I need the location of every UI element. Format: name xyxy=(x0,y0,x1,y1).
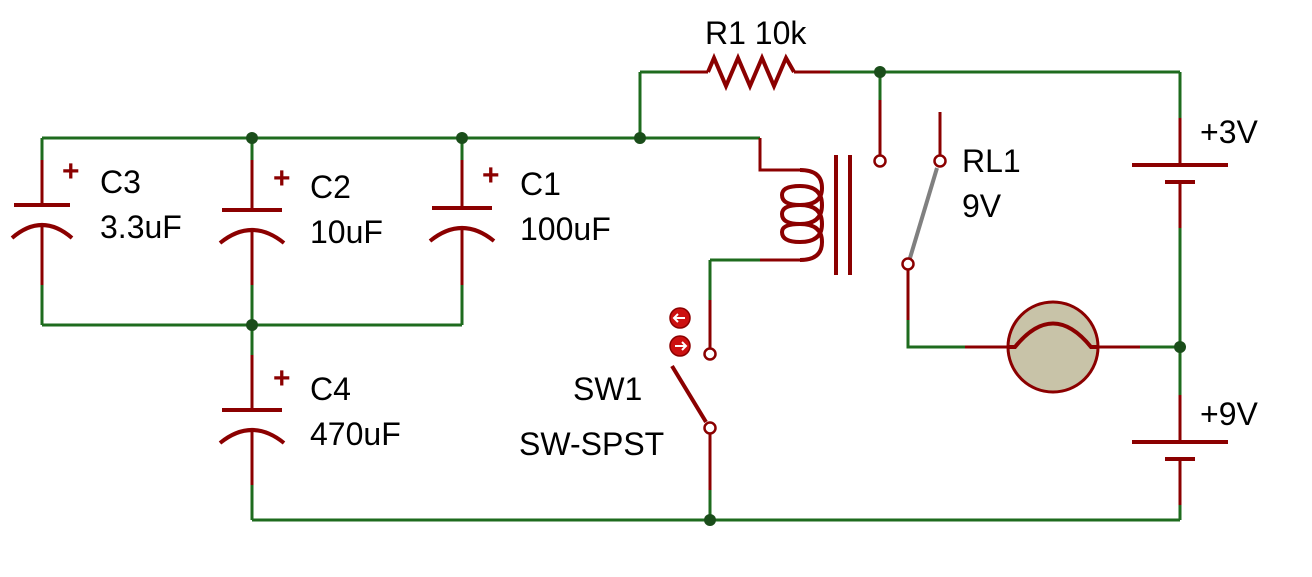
c3-ref: C3 xyxy=(100,164,141,200)
c3-value: 3.3uF xyxy=(100,209,182,245)
junction-node xyxy=(246,319,258,331)
sw1-ref: SW1 xyxy=(573,371,642,407)
toggle-arrow-icon[interactable] xyxy=(669,307,691,329)
c1-ref: C1 xyxy=(520,166,561,202)
capacitor-c2[interactable]: + C2 10uF xyxy=(218,160,383,285)
relay-coil-icon xyxy=(779,168,825,262)
c4-polarity: + xyxy=(273,362,291,395)
battery-9v-label: +9V xyxy=(1200,396,1258,432)
c1-polarity: + xyxy=(482,159,500,192)
battery-9v[interactable]: +9V xyxy=(1132,395,1258,505)
r1-label: R1 10k xyxy=(705,15,807,51)
battery-3v-label: +3V xyxy=(1200,114,1258,150)
junction-node xyxy=(874,66,886,78)
c2-value: 10uF xyxy=(310,214,383,250)
rl1-value: 9V xyxy=(962,188,1002,224)
c4-value: 470uF xyxy=(310,416,401,452)
battery-3v[interactable]: +3V xyxy=(1132,114,1258,228)
junctions xyxy=(246,66,1186,526)
toggle-arrow-icon[interactable] xyxy=(669,335,691,357)
switch-icon xyxy=(670,364,708,424)
c2-polarity: + xyxy=(273,162,291,195)
junction-node xyxy=(634,132,646,144)
rl1-ref: RL1 xyxy=(962,143,1021,179)
relay-rl1[interactable]: RL1 9V xyxy=(758,100,1021,320)
switch-sw1[interactable]: SW1 SW-SPST xyxy=(519,300,717,490)
junction-node xyxy=(704,514,716,526)
capacitor-c1[interactable]: + C1 100uF xyxy=(428,159,611,285)
junction-node xyxy=(1174,341,1186,353)
sw1-value: SW-SPST xyxy=(519,426,664,462)
relay-contact-icon xyxy=(908,167,939,259)
capacitor-c3[interactable]: + C3 3.3uF xyxy=(10,155,182,285)
c1-value: 100uF xyxy=(520,211,611,247)
resistor-icon xyxy=(706,52,796,92)
junction-node xyxy=(456,132,468,144)
capacitor-c4[interactable]: + C4 470uF xyxy=(218,355,401,485)
c3-polarity: + xyxy=(62,155,80,188)
lamp-icon xyxy=(1006,300,1100,394)
junction-node xyxy=(246,132,258,144)
c2-ref: C2 xyxy=(310,169,351,205)
lamp[interactable] xyxy=(965,300,1140,394)
resistor-r1[interactable]: R1 10k xyxy=(680,15,830,92)
c4-ref: C4 xyxy=(310,371,351,407)
